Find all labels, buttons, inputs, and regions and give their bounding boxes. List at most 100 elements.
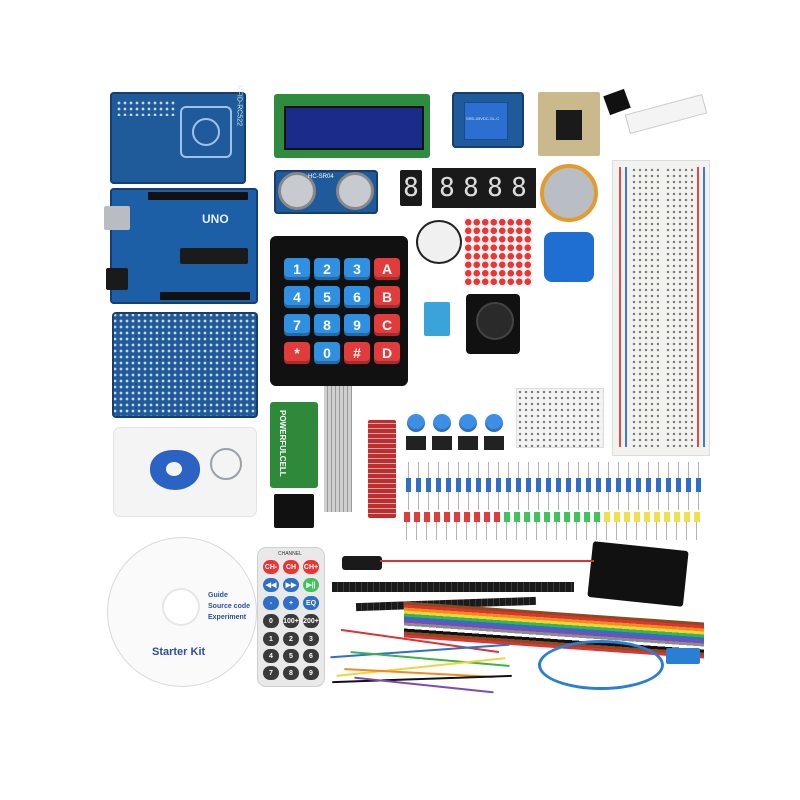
rfid-antenna-icon	[180, 106, 232, 158]
remote-key[interactable]: ◀◀	[263, 578, 279, 592]
rfid-label: RFID-RC522	[235, 85, 242, 126]
rfid-header	[116, 100, 176, 116]
keypad-key[interactable]: *	[284, 342, 310, 364]
keypad-key[interactable]: 6	[344, 286, 370, 308]
remote-key[interactable]: 5	[283, 649, 299, 663]
keypad-key[interactable]: 1	[284, 258, 310, 280]
remote-key[interactable]: 2	[283, 632, 299, 646]
pin-header-long	[332, 582, 574, 592]
usb-cable	[538, 640, 664, 690]
remote-key[interactable]: 0	[263, 614, 279, 628]
keypad-key[interactable]: B	[374, 286, 400, 308]
usb-connector	[666, 648, 700, 664]
membrane-keypad: 1 2 3 A 4 5 6 B 7 8 9 C * 0 # D	[270, 236, 408, 386]
transducer-left	[278, 172, 316, 210]
battery-label: POWERFULCELL	[278, 410, 287, 477]
cd-line-3: Experiment	[208, 614, 247, 621]
led-matrix	[464, 218, 532, 286]
resistor-row	[404, 462, 704, 510]
servo-motor	[544, 232, 594, 282]
keypad-key[interactable]: 5	[314, 286, 340, 308]
starter-kit-cd: Guide Source code Experiment Starter Kit	[108, 538, 256, 686]
remote-key[interactable]: CH+	[303, 560, 319, 574]
remote-key[interactable]: 1	[263, 632, 279, 646]
board-label: UNO	[202, 212, 229, 226]
keypad-key[interactable]: C	[374, 314, 400, 336]
dc-plug	[342, 556, 382, 570]
key-fob-icon	[150, 450, 200, 490]
remote-key[interactable]: 8	[283, 666, 299, 680]
keypad-key[interactable]: 0	[314, 342, 340, 364]
stepper-driver-board	[538, 92, 600, 156]
cd-line-1: Guide	[208, 592, 228, 599]
transducer-right	[336, 172, 374, 210]
push-button	[485, 414, 503, 432]
keypad-key[interactable]: 2	[314, 258, 340, 280]
remote-key[interactable]: 4	[263, 649, 279, 663]
led-row	[404, 512, 704, 540]
heart-sensor	[416, 220, 462, 264]
breadboard-large	[612, 160, 710, 456]
four-digit-7seg-display: 8 8 8 8	[432, 168, 536, 208]
remote-key[interactable]: ▶▶	[283, 578, 299, 592]
keypad-key[interactable]: A	[374, 258, 400, 280]
cd-hole	[164, 590, 198, 624]
chip	[180, 248, 248, 264]
battery-holder	[587, 541, 689, 607]
driver-chip	[556, 110, 582, 140]
ir-receiver-module	[274, 494, 314, 528]
remote-key[interactable]: 7	[263, 666, 279, 680]
rfid-module: RFID-RC522	[110, 86, 246, 184]
loose-jumper-wires	[330, 628, 530, 694]
keypad-key[interactable]: 4	[284, 286, 310, 308]
keypad-key[interactable]: 8	[314, 314, 340, 336]
relay-label: SRD-05VDC-SL-C	[466, 116, 500, 121]
dht11-sensor	[424, 302, 450, 336]
power-supply-module	[603, 86, 708, 140]
remote-key[interactable]: CH	[283, 560, 299, 574]
ultrasonic-label: HC-SR04	[308, 174, 334, 180]
water-level-sensor	[368, 420, 396, 518]
header-top	[148, 192, 248, 200]
remote-key[interactable]: EQ	[303, 596, 319, 610]
keypad-key[interactable]: D	[374, 342, 400, 364]
remote-key[interactable]: -	[263, 596, 279, 610]
cd-title: Starter Kit	[152, 646, 206, 658]
9v-battery: POWERFULCELL	[270, 402, 318, 488]
remote-key[interactable]: 6	[303, 649, 319, 663]
rfid-card	[114, 428, 256, 516]
relay-module: SRD-05VDC-SL-C	[452, 92, 524, 148]
battery-wire-red	[380, 560, 594, 562]
stepper-motor	[540, 164, 598, 222]
prototype-shield	[112, 312, 258, 418]
ultrasonic-sensor: HC-SR04	[274, 170, 378, 214]
remote-key[interactable]: 200+	[303, 614, 319, 628]
lcd-screen	[284, 106, 424, 150]
remote-key[interactable]: 100+	[283, 614, 299, 628]
key-ring-icon	[210, 448, 242, 480]
remote-key[interactable]: CH-	[263, 560, 279, 574]
push-button	[459, 414, 477, 432]
usb-port	[104, 206, 130, 230]
push-button	[433, 414, 451, 432]
power-jack	[106, 268, 128, 290]
breadboard-mini	[516, 388, 604, 448]
header-bottom	[160, 292, 250, 300]
remote-key[interactable]: 3	[303, 632, 319, 646]
lcd-1602	[274, 94, 430, 158]
remote-key[interactable]: ▶||	[303, 578, 319, 592]
push-button	[407, 414, 425, 432]
keypad-key[interactable]: #	[344, 342, 370, 364]
relay-block: SRD-05VDC-SL-C	[464, 102, 508, 140]
remote-key[interactable]: +	[283, 596, 299, 610]
keypad-key[interactable]: 7	[284, 314, 310, 336]
keypad-key[interactable]: 3	[344, 258, 370, 280]
arduino-uno-board: UNO	[104, 188, 258, 304]
remote-key[interactable]: 9	[303, 666, 319, 680]
joystick-module	[466, 294, 520, 354]
single-7seg-display: 8	[398, 168, 426, 208]
keypad-key[interactable]: 9	[344, 314, 370, 336]
cd-line-2: Source code	[208, 603, 251, 610]
keypad-ribbon-cable	[324, 386, 352, 512]
remote-label: CHANNEL	[278, 551, 302, 557]
